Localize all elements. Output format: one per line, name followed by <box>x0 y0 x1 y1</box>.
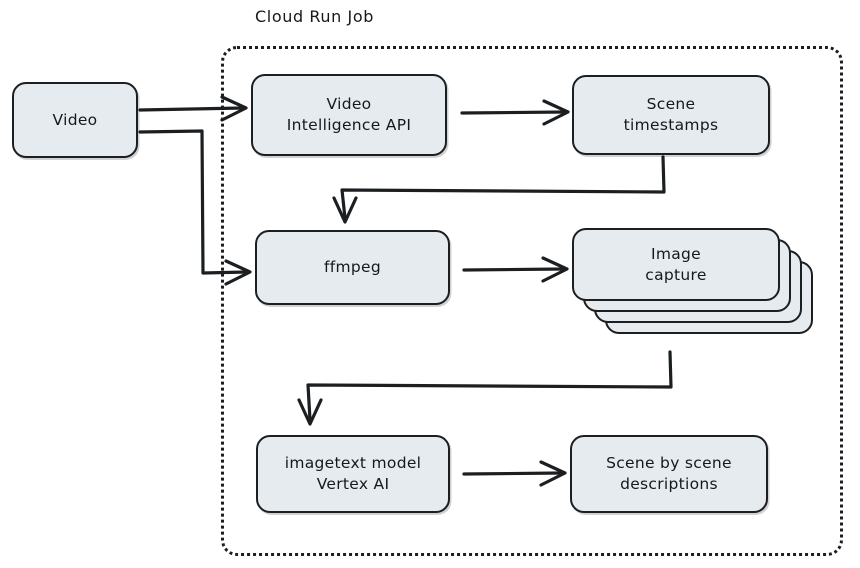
edge-scene-timestamps-to-ffmpeg <box>332 155 666 224</box>
node-imagetext-model-vertex-ai-label: imagetext model Vertex AI <box>284 454 422 493</box>
node-video-intelligence-api-label: Video Intelligence API <box>286 95 412 134</box>
node-scene-timestamps[interactable]: Scene timestamps <box>572 75 770 155</box>
node-image-capture[interactable]: Image capture <box>572 228 813 353</box>
node-video-intelligence-api[interactable]: Video Intelligence API <box>251 74 447 156</box>
node-video-label: Video <box>52 110 98 129</box>
edge-video-intel-api-to-scene-timestamps <box>460 99 570 126</box>
node-ffmpeg-label: ffmpeg <box>323 258 382 277</box>
cloud-run-job-title: Cloud Run Job <box>255 7 375 26</box>
edge-ffmpeg-to-image-capture <box>462 256 569 283</box>
node-scene-by-scene-descriptions-label: Scene by scene descriptions <box>606 454 732 493</box>
node-scene-by-scene-descriptions[interactable]: Scene by scene descriptions <box>570 435 768 513</box>
node-ffmpeg[interactable]: ffmpeg <box>255 230 450 305</box>
edge-imagetext-model-to-scene-descriptions <box>462 460 567 487</box>
edge-video-to-ffmpeg <box>138 129 252 286</box>
edge-video-to-video-intel-api <box>138 95 248 122</box>
node-imagetext-model-vertex-ai[interactable]: imagetext model Vertex AI <box>256 435 450 513</box>
image-capture-card-front: Image capture <box>572 228 780 301</box>
node-image-capture-label: Image capture <box>645 244 707 284</box>
cloud-run-job-container <box>221 46 843 556</box>
node-video[interactable]: Video <box>12 82 138 158</box>
edge-image-capture-to-imagetext-model <box>297 350 673 426</box>
node-scene-timestamps-label: Scene timestamps <box>623 95 719 134</box>
